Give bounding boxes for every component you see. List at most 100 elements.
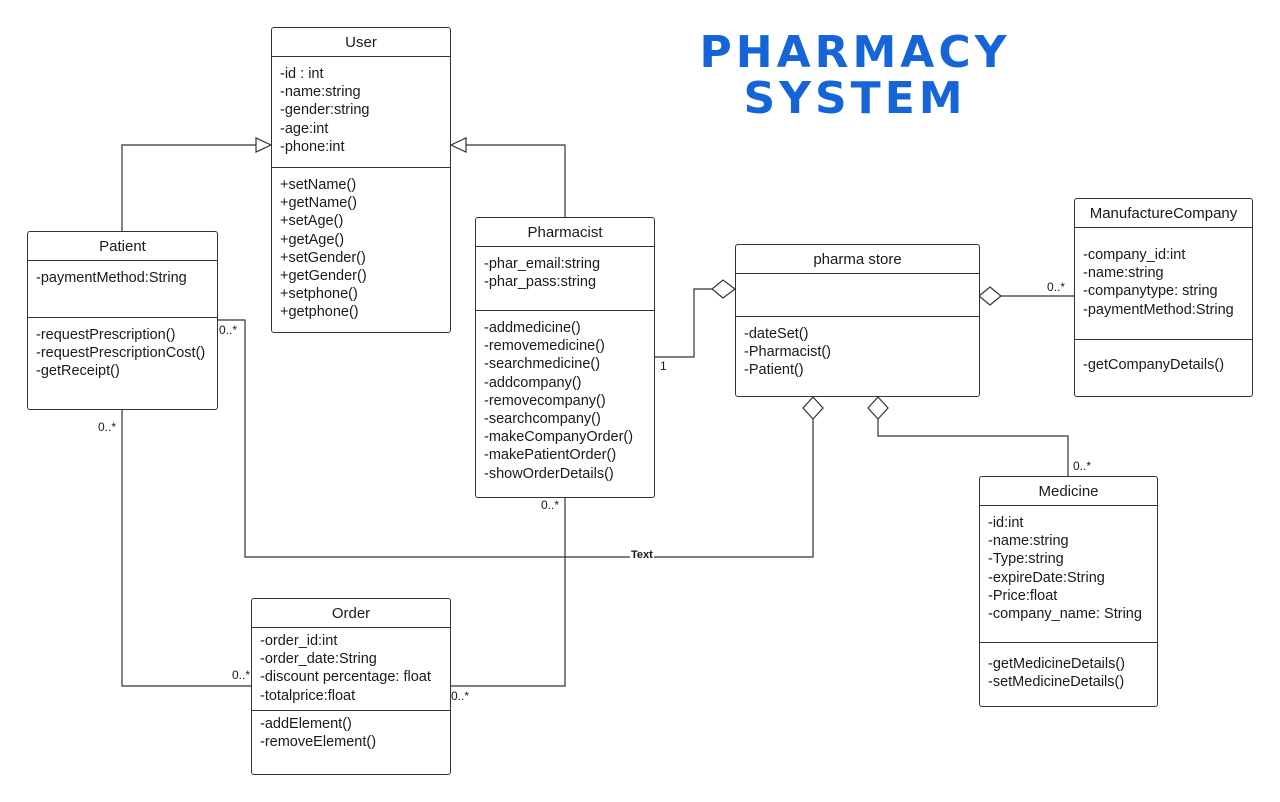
- pharmacist-attribute: -phar_pass:string: [484, 274, 597, 291]
- pharmacist-user-arrowhead: [449, 137, 467, 153]
- medicine-methods: -getMedicineDetails() -setMedicineDetails…: [980, 643, 1157, 706]
- multiplicity-company-store: 0..*: [1047, 280, 1066, 294]
- pharma-store-methods: -dateSet() -Pharmacist()-Patient(): [736, 317, 979, 396]
- user-attributes: -id : int -name:string-gender:string-age:…: [272, 57, 450, 168]
- patient-user-generalization: [121, 144, 256, 231]
- pharmacist-order-association: [451, 498, 566, 687]
- patient-order-association: [121, 410, 251, 687]
- pharmacist-store-aggregation: [655, 288, 712, 358]
- user-attribute: -age:int: [280, 120, 329, 137]
- pharmacist-method: -removemedicine(): [484, 338, 605, 355]
- pharmacist-method: -makeCompanyOrder(): [484, 429, 634, 446]
- user-method: +setphone(): [280, 286, 358, 303]
- patient-method: -requestPrescriptionCost(): [36, 345, 206, 362]
- order-attribute: -totalprice:float: [260, 687, 356, 704]
- medicine-attribute: -name:string: [988, 533, 1069, 550]
- multiplicity-medicine-store: 0..*: [1073, 459, 1092, 473]
- order-attribute: -order_date:String: [260, 651, 377, 668]
- pharmacist-attribute: -phar_email:string: [484, 256, 601, 272]
- medicine-class-name: Medicine: [980, 477, 1157, 506]
- pharmacist-method: -addcompany(): [484, 374, 582, 391]
- user-methods: +setName()+getName()+setAge()+getAge()+s…: [272, 168, 450, 332]
- patient-class: Patient -paymentMethod:String -requestPr…: [27, 231, 218, 410]
- pharma-store-method: -dateSet(): [744, 326, 809, 342]
- multiplicity-pharmacist-store: 1: [660, 359, 667, 373]
- manufacture-company-attributes: -company_id:int -name:string-companytype:…: [1075, 228, 1252, 340]
- pharma-store-method: -Pharmacist(): [744, 344, 832, 361]
- pharmacist-methods: -addmedicine() -removemedicine()-searchme…: [476, 311, 654, 497]
- medicine-method: -setMedicineDetails(): [988, 674, 1125, 691]
- user-method: +setGender(): [280, 249, 366, 266]
- patient-method: -requestPrescription(): [36, 327, 176, 343]
- medicine-attribute: -id:int: [988, 515, 1024, 531]
- multiplicity-pharmacist-order-bottom: 0..*: [451, 689, 470, 703]
- medicine-store-aggregation: [877, 419, 1069, 476]
- multiplicity-pharmacist-order-top: 0..*: [541, 498, 560, 512]
- user-class: User -id : int -name:string-gender:string…: [271, 27, 451, 333]
- user-attribute: -phone:int: [280, 138, 345, 155]
- multiplicity-patient-order-top: 0..*: [98, 420, 117, 434]
- pharmacist-class-name: Pharmacist: [476, 218, 654, 247]
- order-class: Order -order_id:int -order_date:String-di…: [251, 598, 451, 775]
- pharmacist-store-diamond: [711, 279, 736, 299]
- medicine-attributes: -id:int -name:string-Type:string-expireDa…: [980, 506, 1157, 643]
- user-attribute: -id : int: [280, 66, 324, 82]
- manufacture-company-attribute: -company_id:int: [1083, 247, 1186, 263]
- user-attribute: -gender:string: [280, 102, 370, 119]
- company-store-diamond: [978, 286, 1002, 306]
- patient-store-aggregation: [218, 319, 814, 558]
- medicine-class: Medicine -id:int -name:string-Type:string…: [979, 476, 1158, 707]
- multiplicity-patient-store: 0..*: [219, 323, 238, 337]
- manufacture-company-methods: -getCompanyDetails(): [1075, 340, 1252, 396]
- manufacture-company-class-name: ManufactureCompany: [1075, 199, 1252, 228]
- pharma-store-class-name: pharma store: [736, 245, 979, 274]
- pharmacist-attributes: -phar_email:string -phar_pass:string: [476, 247, 654, 311]
- order-attributes: -order_id:int -order_date:String-discount…: [252, 628, 450, 711]
- order-class-name: Order: [252, 599, 450, 628]
- user-attribute: -name:string: [280, 84, 361, 101]
- order-method: -addElement(): [260, 716, 352, 732]
- medicine-store-diamond: [867, 396, 889, 420]
- patient-attributes: -paymentMethod:String: [28, 261, 217, 318]
- order-method: -removeElement(): [260, 734, 377, 751]
- pharmacist-method: -addmedicine(): [484, 320, 581, 336]
- patient-class-name: Patient: [28, 232, 217, 261]
- user-class-name: User: [272, 28, 450, 57]
- patient-user-arrowhead: [255, 137, 273, 153]
- manufacture-company-class: ManufactureCompany -company_id:int -name:…: [1074, 198, 1253, 397]
- order-attribute: -discount percentage: float: [260, 669, 431, 686]
- manufacture-company-method: -getCompanyDetails(): [1083, 357, 1225, 373]
- pharmacist-method: -searchcompany(): [484, 411, 601, 428]
- pharmacist-method: -makePatientOrder(): [484, 447, 617, 464]
- pharma-store-attributes: [736, 274, 979, 317]
- medicine-attribute: -Type:string: [988, 551, 1064, 568]
- pharmacist-user-generalization: [466, 144, 566, 217]
- manufacture-company-attribute: -paymentMethod:String: [1083, 301, 1234, 318]
- patient-store-diamond: [802, 396, 824, 420]
- pharmacist-method: -searchmedicine(): [484, 356, 601, 373]
- medicine-attribute: -Price:float: [988, 587, 1058, 604]
- order-methods: -addElement() -removeElement(): [252, 711, 450, 774]
- pharmacist-class: Pharmacist -phar_email:string -phar_pass:…: [475, 217, 655, 498]
- manufacture-company-attribute: -companytype: string: [1083, 283, 1218, 300]
- patient-method: -getReceipt(): [36, 363, 120, 380]
- multiplicity-patient-order-bottom: 0..*: [232, 668, 251, 682]
- patient-store-edge-label: Text: [630, 549, 654, 562]
- medicine-attribute: -expireDate:String: [988, 569, 1105, 586]
- user-method: +setName(): [280, 177, 357, 193]
- manufacture-company-attribute: -name:string: [1083, 265, 1164, 282]
- diagram-title-line-1: PHARMACY: [699, 27, 1011, 78]
- pharma-store-class: pharma store -dateSet() -Pharmacist()-Pat…: [735, 244, 980, 397]
- user-method: +getphone(): [280, 304, 359, 321]
- patient-attribute: -paymentMethod:String: [36, 270, 187, 286]
- user-method: +getGender(): [280, 268, 367, 285]
- medicine-method: -getMedicineDetails(): [988, 656, 1125, 672]
- diagram-title-line-2: SYSTEM: [743, 73, 967, 124]
- pharmacist-method: -removecompany(): [484, 392, 606, 409]
- pharma-store-method: -Patient(): [744, 362, 804, 379]
- user-method: +getName(): [280, 195, 357, 212]
- medicine-attribute: -company_name: String: [988, 606, 1142, 623]
- order-attribute: -order_id:int: [260, 633, 338, 649]
- patient-methods: -requestPrescription() -requestPrescripti…: [28, 318, 217, 409]
